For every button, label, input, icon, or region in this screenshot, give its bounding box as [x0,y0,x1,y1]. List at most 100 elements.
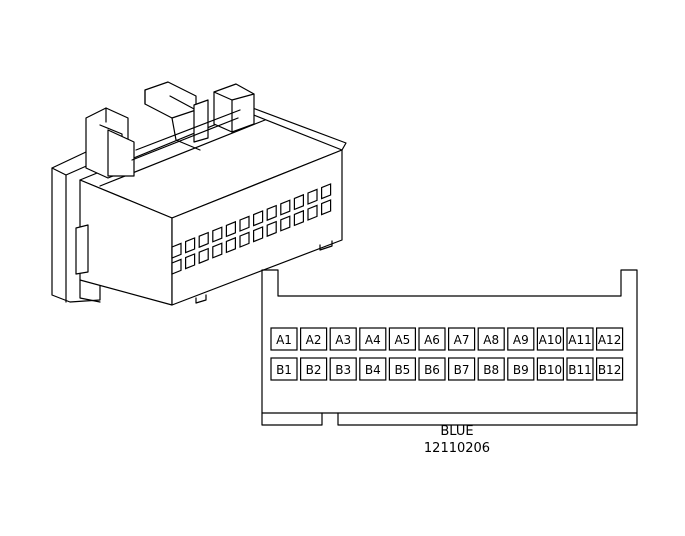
pin-label: A10 [539,333,562,347]
pin-label: B11 [568,363,592,377]
pin-label: B2 [306,363,322,377]
pin-box [536,327,565,351]
pin-box [595,327,624,351]
cavity-opening [198,231,209,249]
pin-cell: A11 [566,327,594,351]
pin-cell: A5 [388,327,416,351]
pin-label: A4 [365,333,381,347]
cavity-opening [266,204,277,222]
pin-box [477,357,505,381]
pin-box [477,327,505,351]
cavity-opening [321,183,332,200]
pin-label: B8 [483,363,499,377]
cavity-opening [253,210,264,227]
cavity-opening [185,237,196,254]
cavity-opening [280,199,291,216]
pin-cell: A2 [300,327,328,351]
pin-box [507,357,535,381]
pin-label: B6 [424,363,440,377]
pin-cell: B2 [300,357,328,381]
pin-cell: B12 [595,357,624,381]
pin-cell: B8 [477,357,505,381]
cavity-opening [185,253,196,270]
cavity-opening [239,215,250,232]
cavity-opening [212,226,223,243]
cavity-opening [293,209,304,227]
pin-label: B1 [276,363,292,377]
pin-label: A12 [598,333,621,347]
pin-label: A5 [394,333,410,347]
cavity-opening [253,226,264,243]
pin-cell: B9 [507,357,535,381]
pin-label: A8 [483,333,499,347]
pin-label: B9 [513,363,529,377]
cavity-opening [171,258,182,275]
pin-cell: B4 [359,357,387,381]
pin-cell: A9 [507,327,535,351]
pin-box [329,357,357,381]
pin-label: B7 [454,363,470,377]
cavity-opening [239,231,250,248]
pin-box [566,357,594,381]
pin-cell: B6 [418,357,446,381]
pin-label: A7 [454,333,470,347]
cavity-opening [212,242,223,259]
pin-cell: B1 [270,357,298,381]
pin-cell: A4 [359,327,387,351]
pin-box [507,327,535,351]
pin-box [359,357,387,381]
pin-box [300,357,328,381]
pin-box [270,327,298,351]
cavity-opening [307,188,318,205]
pin-cell: A8 [477,327,505,351]
cavity-opening [171,242,182,259]
pin-cell: A3 [329,327,357,351]
pin-label: A2 [306,333,322,347]
pin-label: A11 [568,333,591,347]
pin-box [536,357,565,381]
pin-box [359,327,387,351]
pin-label: A3 [335,333,351,347]
cavity-opening [266,220,277,238]
pin-box [388,327,416,351]
pin-box [329,327,357,351]
pin-cell: A1 [270,327,298,351]
pin-box [566,327,594,351]
cavity-opening [198,247,209,265]
pin-cell: A12 [595,327,624,351]
pin-label: A9 [513,333,529,347]
pin-label: B4 [365,363,381,377]
pin-cell: B10 [536,357,565,381]
pin-box [300,327,328,351]
pin-box [388,357,416,381]
cavity-opening [280,215,291,232]
pin-box [448,357,476,381]
pin-cell: A7 [448,327,476,351]
pin-cell: B3 [329,357,357,381]
pin-box [270,357,298,381]
pin-label: B12 [598,363,622,377]
pin-cell: A10 [536,327,565,351]
connector-3d-illustration [51,81,347,306]
cavity-opening [225,220,236,238]
pin-box [448,327,476,351]
pin-box [418,327,446,351]
connector-color-label: BLUE [440,424,474,439]
pin-cell: B5 [388,357,416,381]
cavity-grid-illustration [171,183,332,275]
pin-cell: B7 [448,357,476,381]
pin-label: B10 [539,363,563,377]
cavity-opening [225,236,236,254]
pin-cell: A6 [418,327,446,351]
cavity-opening [321,199,332,216]
cavity-opening [307,204,318,221]
pin-label: A6 [424,333,440,347]
part-number-label: 12110206 [423,441,491,456]
pin-label: A1 [276,333,292,347]
pin-box [418,357,446,381]
pin-cell: B11 [566,357,594,381]
pin-label: B5 [394,363,410,377]
